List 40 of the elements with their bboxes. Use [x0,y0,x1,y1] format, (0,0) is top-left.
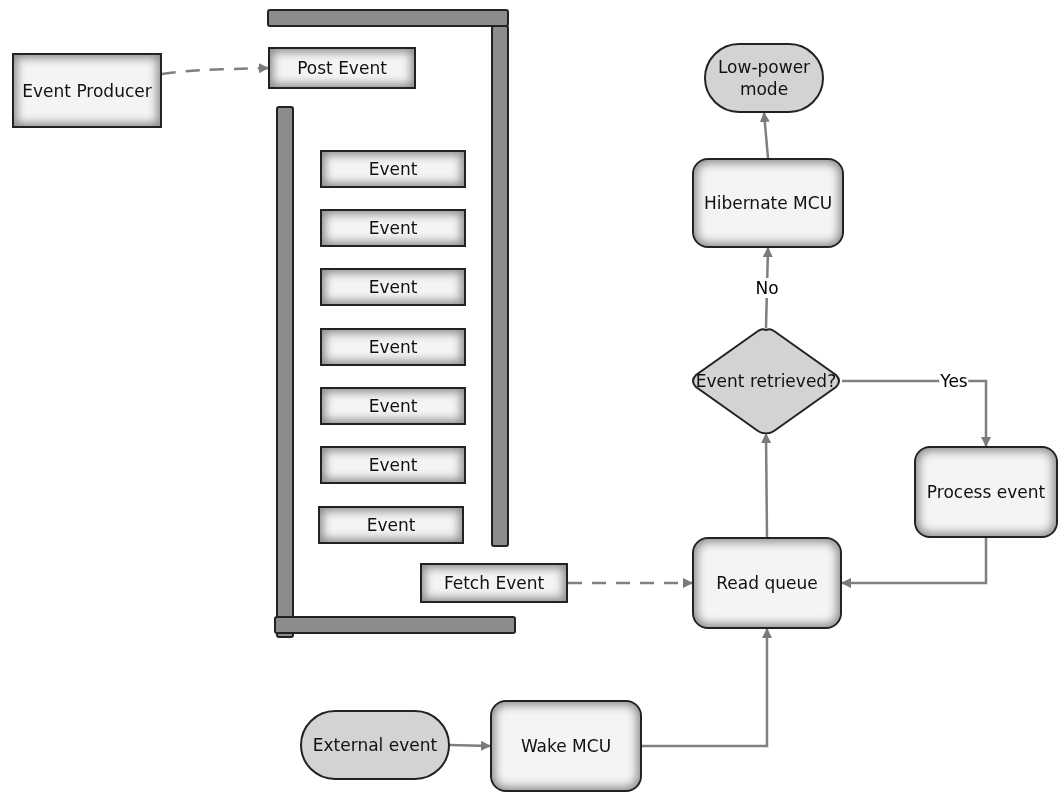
node-label: Event Producer [21,79,153,102]
process-box [692,158,844,248]
arrow [759,112,770,159]
arrow [761,433,772,537]
edge-label: No [754,278,780,298]
node-label: Post Event [296,57,388,79]
process-box [320,328,466,366]
node-label: Event [367,276,419,298]
node-label: External event [311,734,439,756]
node-label: Read queue [715,572,819,594]
process-box [268,47,416,89]
arrow [841,538,988,588]
node-label: Event [367,336,419,358]
process-box [420,563,568,603]
arrow [161,63,269,76]
arrow [568,578,693,588]
node-label: Event [367,454,419,476]
process-box [320,150,466,188]
node-label: Event retrieved? [694,370,838,392]
process-box [320,209,466,247]
process-box [320,268,466,306]
node-label: Wake MCU [519,735,613,757]
node-label: Event [367,217,419,239]
arrow [449,740,491,751]
process-box [692,537,842,629]
process-box [318,506,464,544]
node-label: Process event [925,481,1047,503]
node-label: Hibernate MCU [702,192,834,214]
process-box [12,53,162,128]
decision-diamond [690,328,842,434]
node-label: Event [365,514,417,536]
process-box [320,446,466,484]
process-box [320,387,466,425]
process-box [490,700,642,792]
node-label: Event [367,395,419,417]
node-label: Event [367,158,419,180]
arrow [642,628,772,748]
node-label: Fetch Event [442,572,546,594]
process-box [914,446,1058,538]
node-label: Low-power mode [716,56,812,100]
